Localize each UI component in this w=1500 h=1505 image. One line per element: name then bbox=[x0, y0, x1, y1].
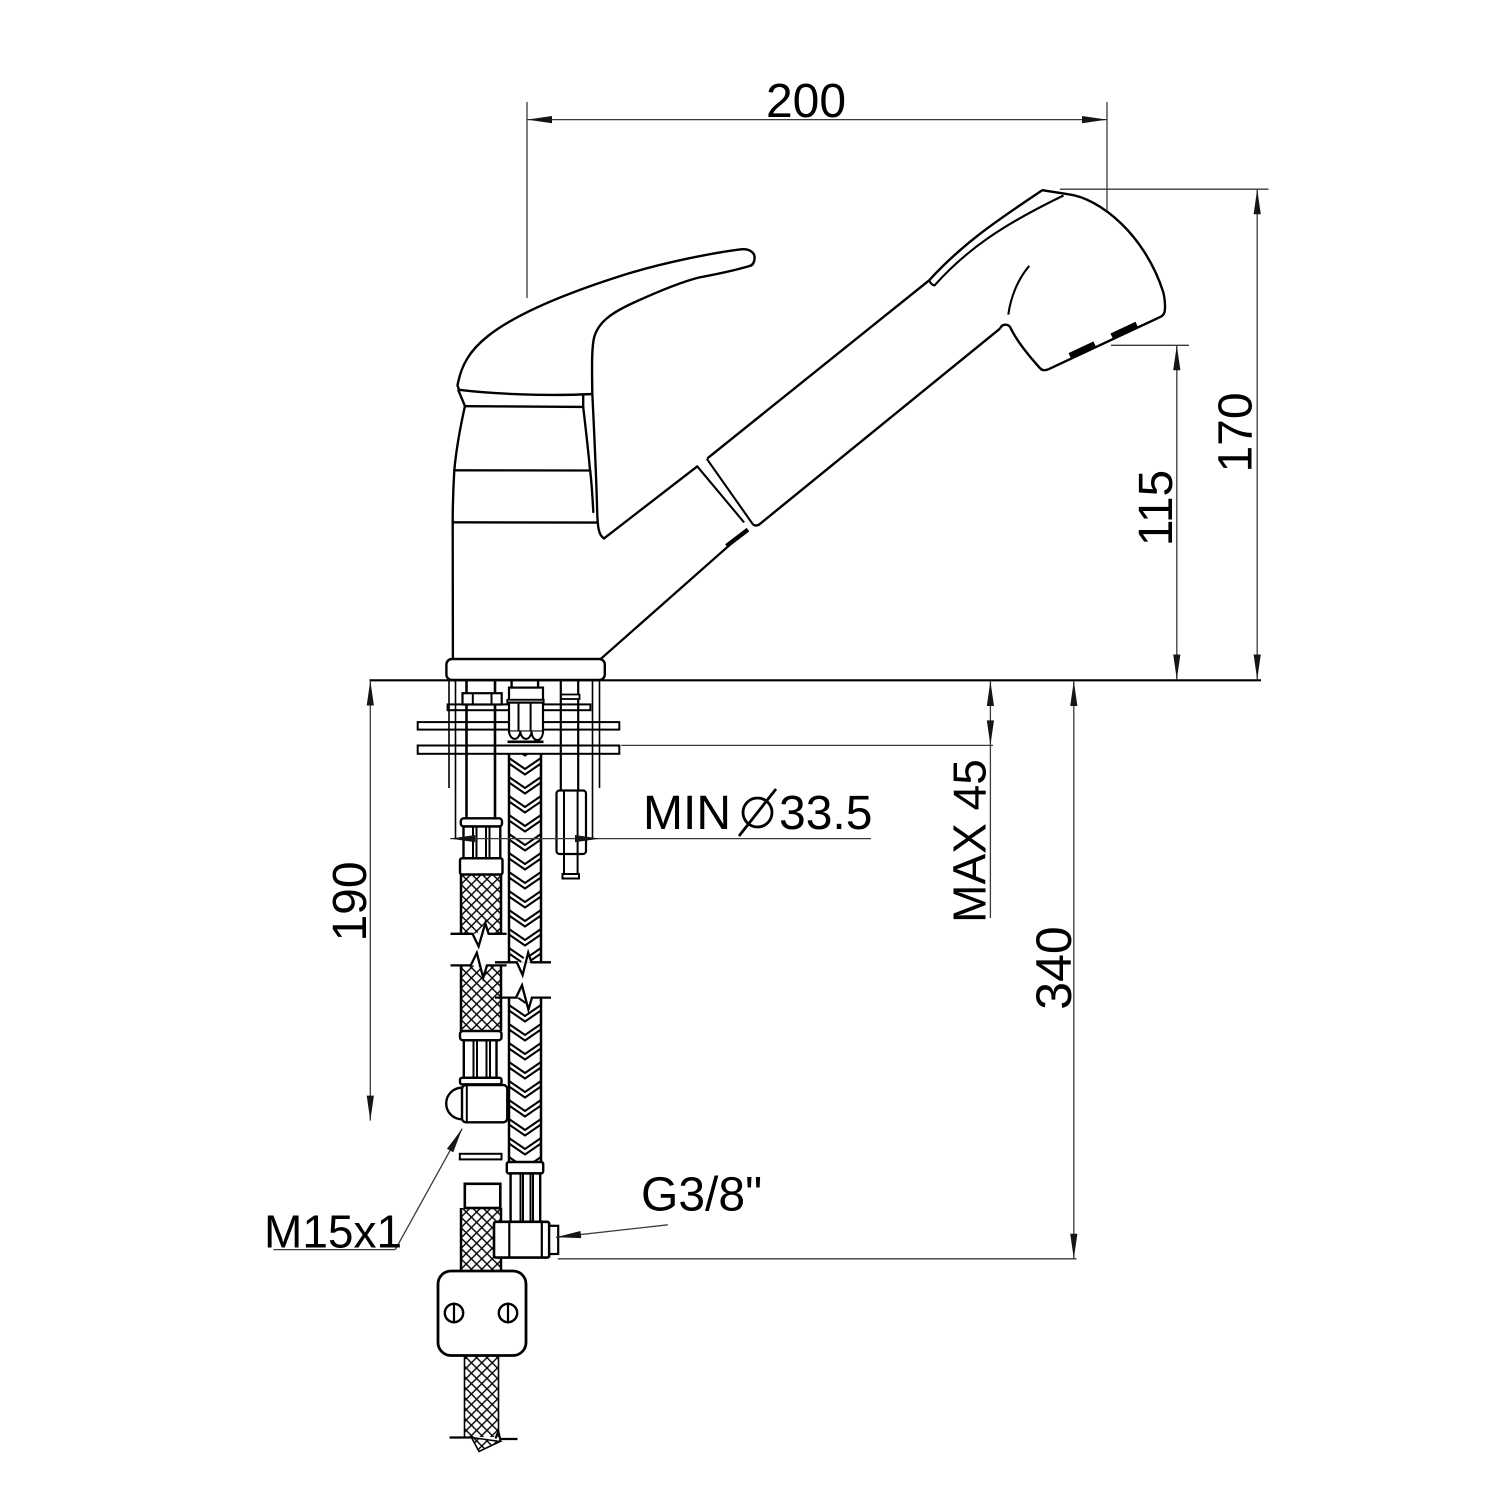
svg-text:115: 115 bbox=[1130, 470, 1183, 547]
svg-text:G3/8": G3/8" bbox=[641, 1169, 762, 1222]
svg-text:340: 340 bbox=[1026, 926, 1082, 1009]
svg-text:MIN: MIN bbox=[643, 787, 731, 840]
svg-text:MAX 45: MAX 45 bbox=[944, 759, 996, 923]
svg-text:170: 170 bbox=[1210, 392, 1263, 472]
svg-text:33.5: 33.5 bbox=[779, 787, 872, 840]
svg-text:190: 190 bbox=[324, 861, 377, 941]
svg-text:M15x1: M15x1 bbox=[264, 1206, 402, 1258]
svg-text:200: 200 bbox=[766, 75, 846, 128]
